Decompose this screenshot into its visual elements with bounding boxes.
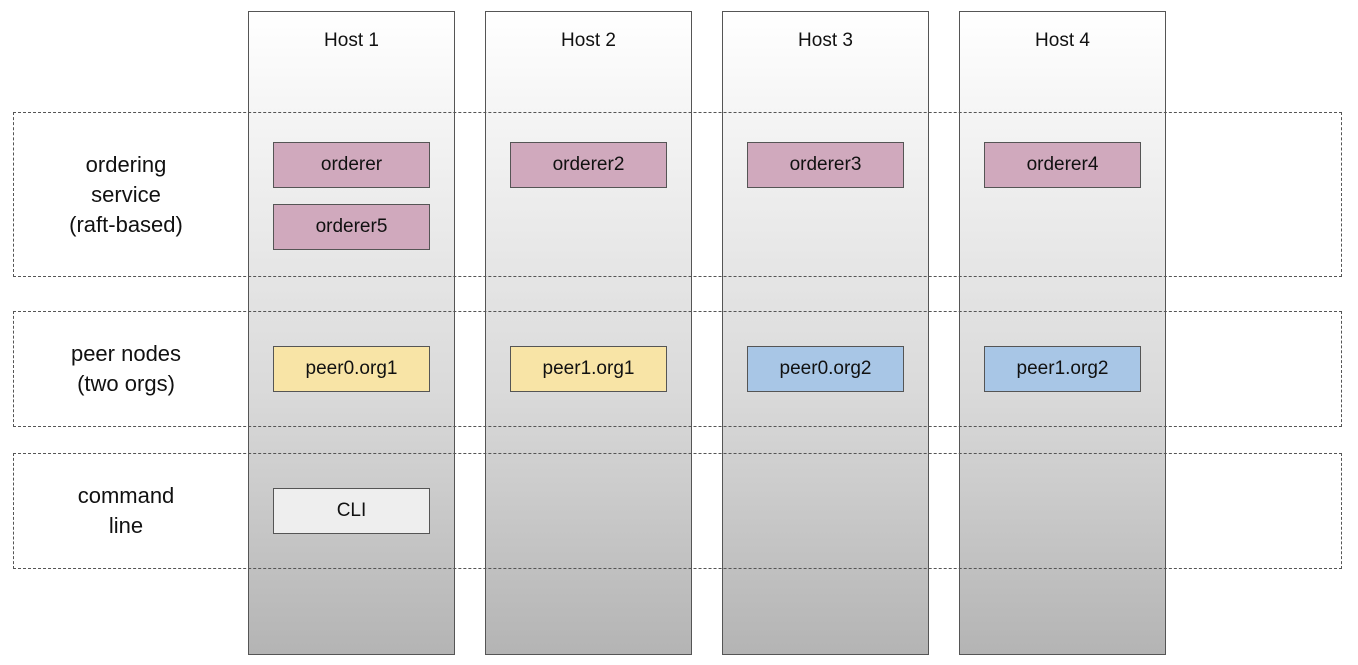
- orderer5-node: orderer5: [273, 204, 430, 250]
- ordering-service-band: [13, 112, 1342, 277]
- peer-nodes-band: [13, 311, 1342, 427]
- peer-nodes-label-line: (two orgs): [77, 371, 175, 396]
- peer-nodes-label-line: peer nodes: [70, 341, 182, 366]
- host-1-title: Host 1: [324, 30, 379, 51]
- orderer-node: orderer: [273, 142, 430, 188]
- command-line-label-line: line: [108, 513, 144, 538]
- ordering-service-label-line: (raft-based): [69, 211, 183, 237]
- host-2-title: Host 2: [561, 30, 616, 51]
- command-line-label-line: command: [77, 483, 175, 508]
- host-2-column: Host 2: [485, 11, 692, 655]
- peer1-org1-node: peer1.org1: [510, 346, 667, 392]
- orderer2-node: orderer2: [510, 142, 667, 188]
- host-3-title: Host 3: [798, 30, 853, 51]
- host-3-column: Host 3: [722, 11, 929, 655]
- peer-nodes-label: peer nodes (two orgs): [13, 311, 239, 427]
- orderer4-node: orderer4: [984, 142, 1141, 188]
- cli-node: CLI: [273, 488, 430, 534]
- command-line-band: [13, 453, 1342, 569]
- host-4-title: Host 4: [1035, 30, 1090, 51]
- host-1-column: Host 1: [248, 11, 455, 655]
- peer0-org1-node: peer0.org1: [273, 346, 430, 392]
- ordering-service-label-line: service: [91, 181, 161, 207]
- command-line-label: command line: [13, 453, 239, 569]
- host-4-column: Host 4: [959, 11, 1166, 655]
- peer1-org2-node: peer1.org2: [984, 346, 1141, 392]
- ordering-service-label: ordering service (raft-based): [13, 112, 239, 277]
- peer0-org2-node: peer0.org2: [747, 346, 904, 392]
- ordering-service-label-line: ordering: [85, 151, 167, 177]
- orderer3-node: orderer3: [747, 142, 904, 188]
